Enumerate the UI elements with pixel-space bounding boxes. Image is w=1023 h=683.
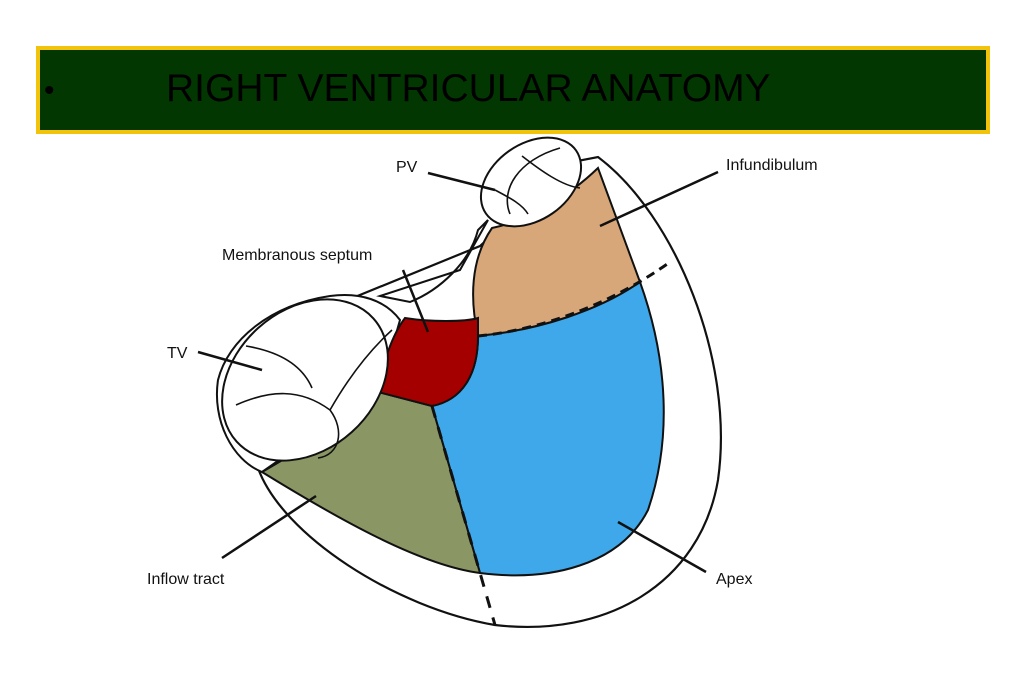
pulmonary-tube <box>376 219 489 304</box>
apex-leader <box>617 520 707 574</box>
tricuspid-valve <box>221 298 393 462</box>
boundary-infundibulum-apex <box>477 260 671 338</box>
label-apex: Apex <box>716 571 752 588</box>
slide-title: RIGHT VENTRICULAR ANATOMY <box>166 67 771 110</box>
pulmonary-valve <box>479 136 583 228</box>
label-infundibulum: Infundibulum <box>726 157 818 174</box>
boundary-inflow-apex <box>430 405 497 626</box>
title-bar: • RIGHT VENTRICULAR ANATOMY <box>36 46 990 134</box>
infundibulum-leader <box>599 170 719 228</box>
label-membranous-septum: Membranous septum <box>222 247 372 264</box>
title-bullet: • <box>44 74 55 107</box>
pv-leader <box>427 171 496 192</box>
tv-leader <box>197 350 263 372</box>
inflow-tract-leader <box>221 494 317 560</box>
label-pv: PV <box>396 159 418 176</box>
label-tv: TV <box>167 345 188 362</box>
membranous-septum-leader <box>401 269 430 333</box>
label-inflow-tract: Inflow tract <box>147 571 225 588</box>
